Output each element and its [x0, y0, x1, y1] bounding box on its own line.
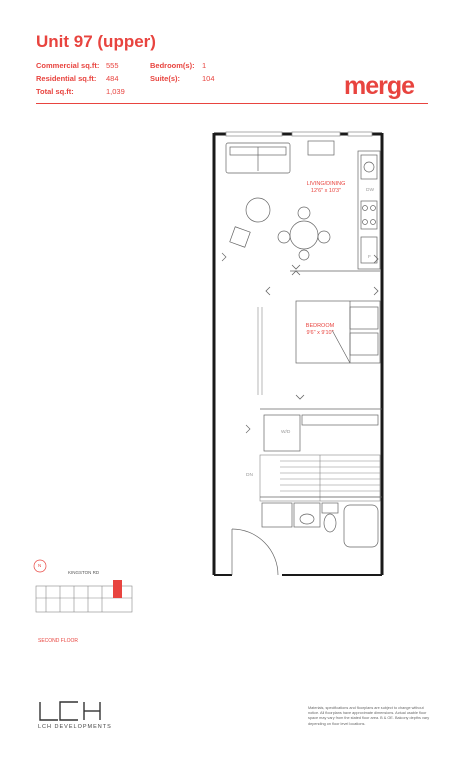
- residential-label: Residential sq.ft:: [36, 74, 97, 83]
- washer-dryer-label: W/D: [281, 430, 291, 435]
- windows: [225, 131, 373, 137]
- laundry: [245, 408, 382, 452]
- chevron-icon: [373, 286, 379, 296]
- floor-plan: [212, 131, 384, 576]
- bedroom-dims: 9'6" x 9'10": [306, 330, 334, 336]
- developer-name: LCH DEVELOPMENTS: [38, 724, 112, 730]
- living-room-dims: 12'6" x 10'3": [310, 188, 342, 194]
- commercial-stat: Commercial sq.ft: 555: [36, 61, 119, 70]
- dining-set: [277, 206, 331, 261]
- header-rule: [36, 103, 428, 104]
- bedrooms-value: 1: [202, 61, 207, 70]
- media-console: [307, 140, 335, 156]
- living-room-name: LIVING/DINING: [306, 181, 346, 187]
- commercial-label: Commercial sq.ft:: [36, 61, 100, 70]
- lounge-chair: [221, 226, 251, 262]
- dishwasher-label: DW: [366, 188, 374, 193]
- commercial-value: 555: [106, 61, 119, 70]
- bedrooms-label: Bedroom(s):: [150, 61, 195, 70]
- bedrooms-stat: Bedroom(s): 1: [150, 61, 206, 70]
- bed: [295, 300, 381, 364]
- exterior-walls: [212, 132, 384, 576]
- key-plan: [33, 559, 133, 613]
- kitchen-counter: [357, 150, 381, 270]
- suites-stat: Suite(s): 104: [150, 74, 215, 83]
- staircase: [259, 454, 381, 502]
- brand-logo: merge: [344, 72, 415, 100]
- floor-label: SECOND FLOOR: [38, 638, 79, 644]
- entry-door: [231, 528, 279, 576]
- north-arrow-icon: [33, 559, 47, 573]
- chevron-icon: [265, 286, 271, 296]
- total-value: 1,039: [106, 87, 125, 96]
- bedroom-name: BEDROOM: [305, 323, 335, 329]
- residential-value: 484: [106, 74, 119, 83]
- suites-label: Suite(s):: [150, 74, 180, 83]
- unit-title: Unit 97 (upper): [36, 32, 156, 51]
- chevron-icon: [373, 254, 379, 264]
- stair-down-label: DN: [246, 473, 253, 478]
- residential-stat: Residential sq.ft: 484: [36, 74, 119, 83]
- bedroom-label: BEDROOM 9'6" x 9'10": [292, 323, 348, 337]
- coffee-table: [245, 197, 271, 223]
- closet: [257, 307, 263, 395]
- unit-highlight: [113, 580, 122, 598]
- suites-value: 104: [202, 74, 215, 83]
- lch-logo-icon: [39, 701, 101, 721]
- total-label: Total sq.ft:: [36, 87, 74, 96]
- chevron-icon: [291, 270, 301, 276]
- chevron-icon: [291, 264, 301, 270]
- living-room-label: LIVING/DINING 12'6" x 10'3": [296, 181, 356, 195]
- street-label: KINGSTON RD: [68, 570, 100, 575]
- sofa: [225, 142, 291, 174]
- north-label: N: [38, 563, 42, 568]
- bathroom: [260, 496, 382, 548]
- total-stat: Total sq.ft: 1,039: [36, 87, 125, 96]
- chevron-icon: [295, 394, 305, 400]
- fridge-label: F: [368, 255, 371, 260]
- disclaimer-text: Materials, specifications and floorplans…: [308, 706, 430, 726]
